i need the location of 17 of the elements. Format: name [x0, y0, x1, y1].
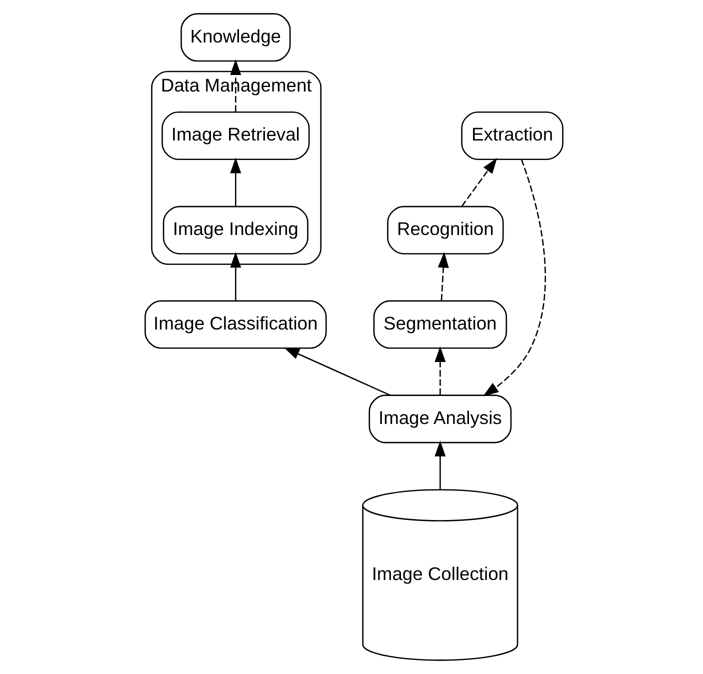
node-box: Image Analysis [368, 394, 512, 444]
node-box: Segmentation [372, 300, 507, 349]
node-box: Image Retrieval [161, 112, 310, 160]
arrow [230, 252, 241, 301]
node-box: Image Classification [144, 300, 326, 349]
node-box: Extraction [460, 112, 563, 160]
node-box: Image Indexing [162, 206, 308, 254]
arrow [230, 59, 241, 112]
arrow [460, 158, 497, 207]
arrow [437, 252, 448, 301]
node-box: Knowledge [180, 13, 290, 62]
arrow [230, 158, 241, 206]
arrow [283, 347, 390, 396]
node-box: Recognition [386, 206, 504, 254]
arrow [482, 159, 546, 396]
arrow [434, 346, 446, 395]
arrow [434, 440, 446, 490]
